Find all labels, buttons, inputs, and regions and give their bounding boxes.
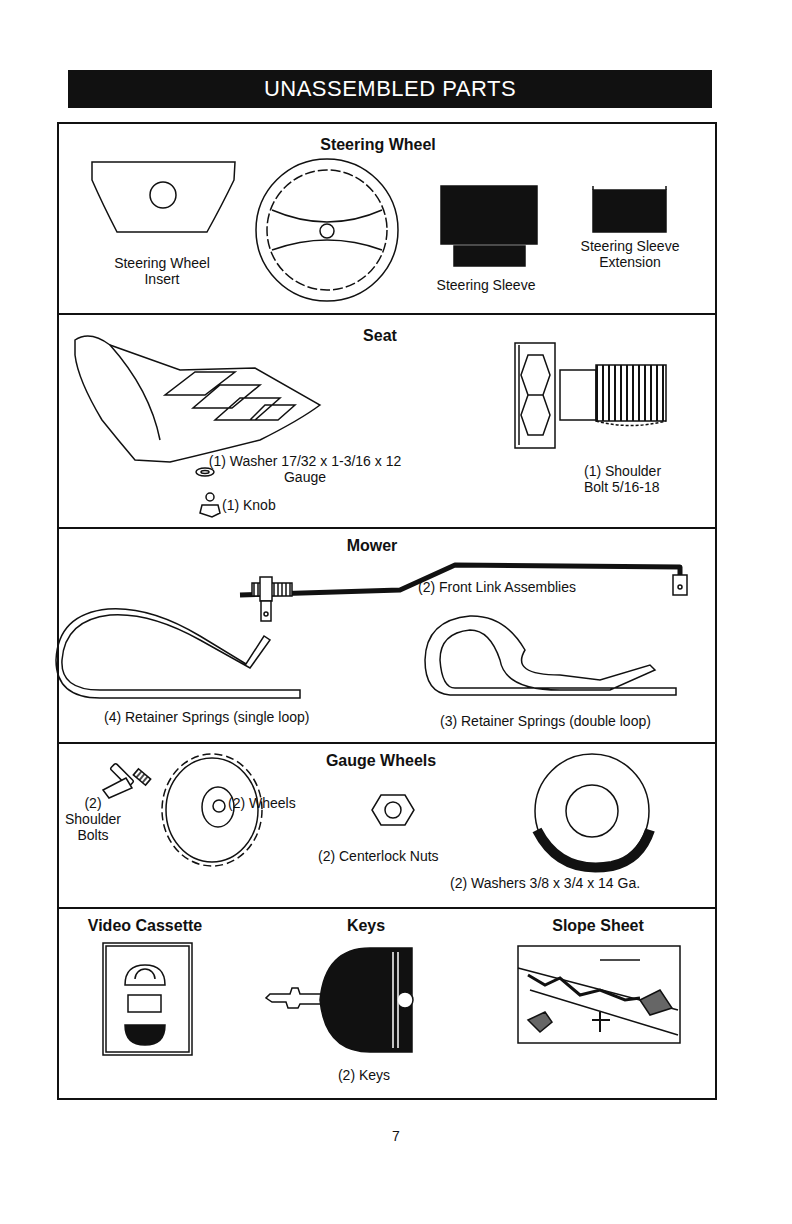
part-label: Steering Wheel Insert [112, 255, 212, 287]
part-label: Steering Sleeve Extension [565, 238, 695, 270]
panel-heading: Slope Sheet [552, 917, 644, 935]
page-title: UNASSEMBLED PARTS [264, 76, 516, 102]
panel-heading: Mower [347, 537, 398, 555]
part-label: (4) Retainer Springs (single loop) [104, 709, 364, 725]
panel-heading: Video Cassette [88, 917, 202, 935]
part-label: (2) Keys [324, 1067, 404, 1083]
part-label: 7 [376, 1128, 416, 1144]
part-label: (2) Centerlock Nuts [318, 848, 458, 864]
panel-heading: Seat [363, 327, 397, 345]
part-label: (1) Washer 17/32 x 1-3/16 x 12 Gauge [205, 453, 405, 485]
part-label: (2) Front Link Assemblies [418, 579, 608, 595]
part-label: (3) Retainer Springs (double loop) [440, 713, 700, 729]
panel-heading: Keys [347, 917, 385, 935]
part-label: (2) Washers 3/8 x 3/4 x 14 Ga. [450, 875, 690, 891]
part-label: (1) Knob [222, 497, 302, 513]
part-label: (2) Wheels [228, 795, 308, 811]
panel-heading: Steering Wheel [320, 136, 436, 154]
parts-panel: Seat [57, 313, 717, 529]
part-label: Steering Sleeve [416, 277, 556, 293]
title-band: UNASSEMBLED PARTS [68, 70, 712, 108]
part-label: (1) Shoulder Bolt 5/16-18 [584, 463, 668, 495]
part-label: (2) Shoulder Bolts [62, 795, 124, 843]
panel-heading: Gauge Wheels [326, 752, 436, 770]
